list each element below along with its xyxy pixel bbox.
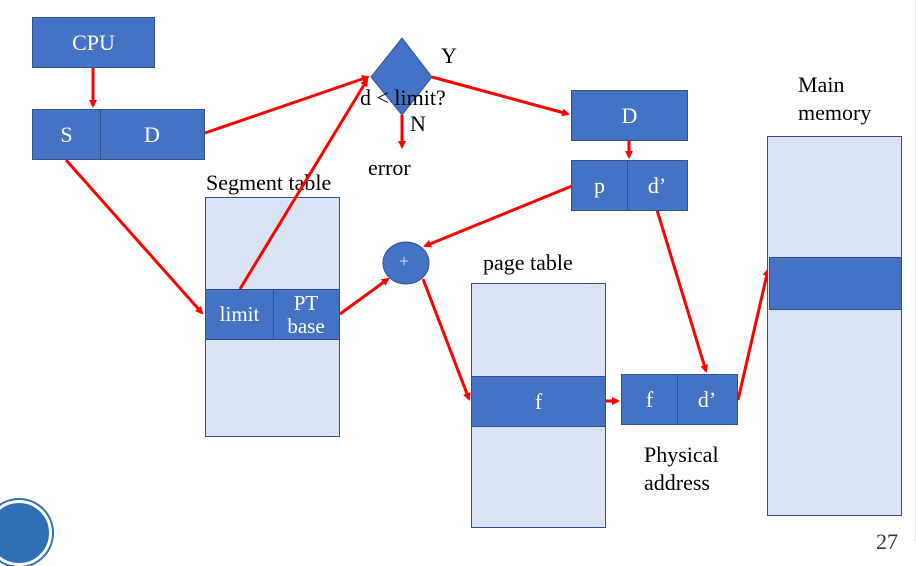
diagram-shapes <box>64 37 771 405</box>
main-memory-frame <box>769 257 902 310</box>
pt-base-field: PT base <box>273 290 339 339</box>
physical-frame-field: f <box>622 375 677 424</box>
page-number: 27 <box>876 529 898 554</box>
limit-field: limit <box>206 290 273 339</box>
physical-address-box: f d’ <box>621 374 738 425</box>
arrow-d-to-decision <box>204 75 370 135</box>
page-number-field: p <box>572 161 627 210</box>
page-table-title: page table <box>483 250 573 275</box>
offset-label: D <box>144 121 160 147</box>
arrow-adder-to-page-table <box>421 278 471 401</box>
pt-base-label-line2: base <box>287 313 325 338</box>
offset-field: D <box>100 110 204 159</box>
arrow-s-to-segment-table <box>64 159 204 315</box>
decision-yes-label: Y <box>441 43 457 68</box>
segment-label: S <box>60 121 73 147</box>
pt-base-label-line1: PT <box>293 291 319 316</box>
arrow-ptbase-to-adder <box>339 277 390 316</box>
arrow-limit-to-decision <box>238 78 369 290</box>
main-memory-label-line2: memory <box>798 100 872 125</box>
cpu-label: CPU <box>72 29 115 55</box>
arrow-decision-yes-to-d <box>431 75 570 117</box>
offset-d-label: D <box>621 102 638 128</box>
adder-label: + <box>399 251 410 271</box>
main-memory-label-line1: Main <box>798 72 845 97</box>
arrow-dprime-to-physical <box>655 209 709 373</box>
offset-d-box: D <box>571 90 688 141</box>
physical-offset-field: d’ <box>677 375 737 424</box>
segment-field: S <box>33 110 100 159</box>
decision-question: d < limit? <box>360 85 446 110</box>
physical-offset-label: d’ <box>697 386 717 412</box>
page-offset-label: d’ <box>647 172 667 198</box>
arrow-physical-to-memory <box>736 268 771 401</box>
adder-circle <box>382 241 430 285</box>
page-offset-field: d’ <box>627 161 687 210</box>
physical-address-label-line1: Physical <box>644 442 719 467</box>
cpu-box: CPU <box>32 17 155 68</box>
field-divider <box>273 290 274 339</box>
physical-address-label-line2: address <box>644 470 710 495</box>
decision-no-label: N <box>410 111 426 136</box>
segment-table-entry: limit PT base <box>205 289 340 340</box>
page-number-label: p <box>594 172 605 198</box>
error-label: error <box>368 155 411 180</box>
arrow-p-to-adder <box>423 184 573 248</box>
physical-frame-label: f <box>645 386 654 412</box>
main-memory <box>767 136 902 516</box>
limit-label: limit <box>219 302 260 327</box>
page-table-entry: f <box>471 376 606 427</box>
page-offset-box: p d’ <box>571 160 688 211</box>
logical-address-box: S D <box>32 109 205 160</box>
field-divider <box>677 375 678 424</box>
field-divider <box>627 161 628 210</box>
field-divider <box>100 110 101 159</box>
frame-label: f <box>534 388 543 414</box>
